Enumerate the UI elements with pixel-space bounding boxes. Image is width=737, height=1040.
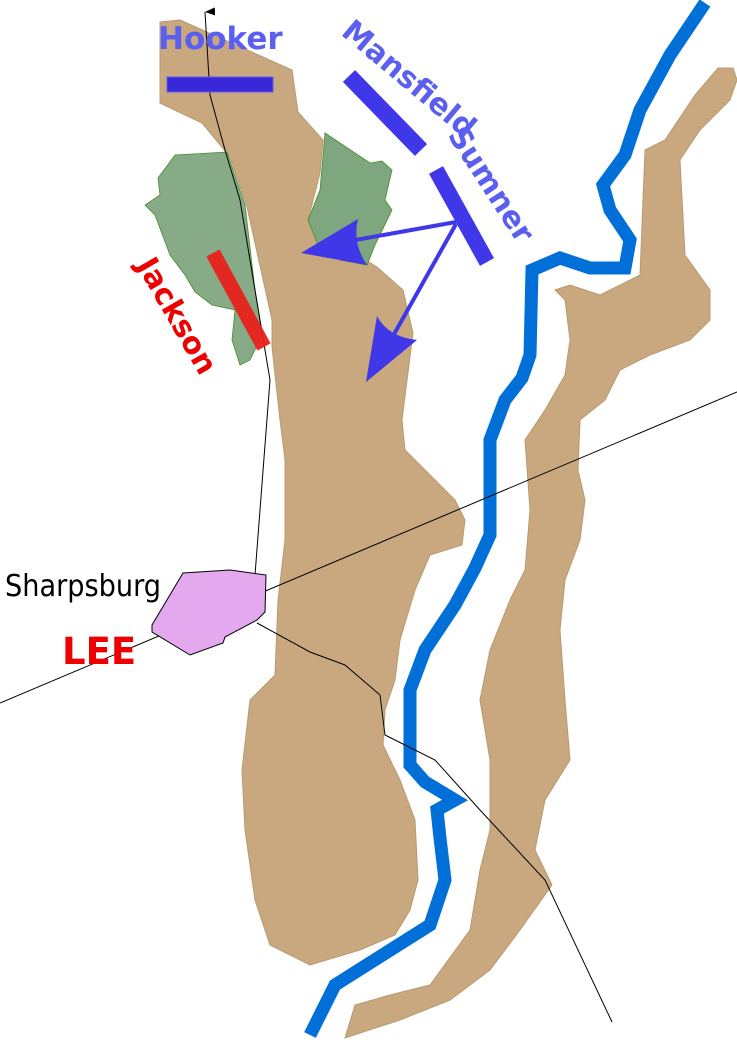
sharpsburg-label: Sharpsburg xyxy=(5,569,161,604)
hooker-label: Hooker xyxy=(158,21,283,57)
forest-west-woods xyxy=(144,151,263,366)
attack-arrow-west xyxy=(301,219,457,265)
hooker-unit xyxy=(166,76,274,93)
ridge-east xyxy=(344,67,737,1039)
road-southeast xyxy=(256,622,613,1023)
jackson-unit xyxy=(206,249,271,351)
sumner-unit xyxy=(429,166,494,266)
road-north xyxy=(204,7,271,576)
antietam-creek xyxy=(304,0,711,1038)
mansfield-unit xyxy=(342,70,428,156)
forest-east-woods xyxy=(307,132,393,266)
sumner-label: Sumner xyxy=(440,120,541,249)
road-diagonal xyxy=(0,391,737,704)
sharpsburg-town xyxy=(151,569,267,656)
attack-arrow-south xyxy=(366,223,458,382)
lee-label: LEE xyxy=(62,630,136,673)
